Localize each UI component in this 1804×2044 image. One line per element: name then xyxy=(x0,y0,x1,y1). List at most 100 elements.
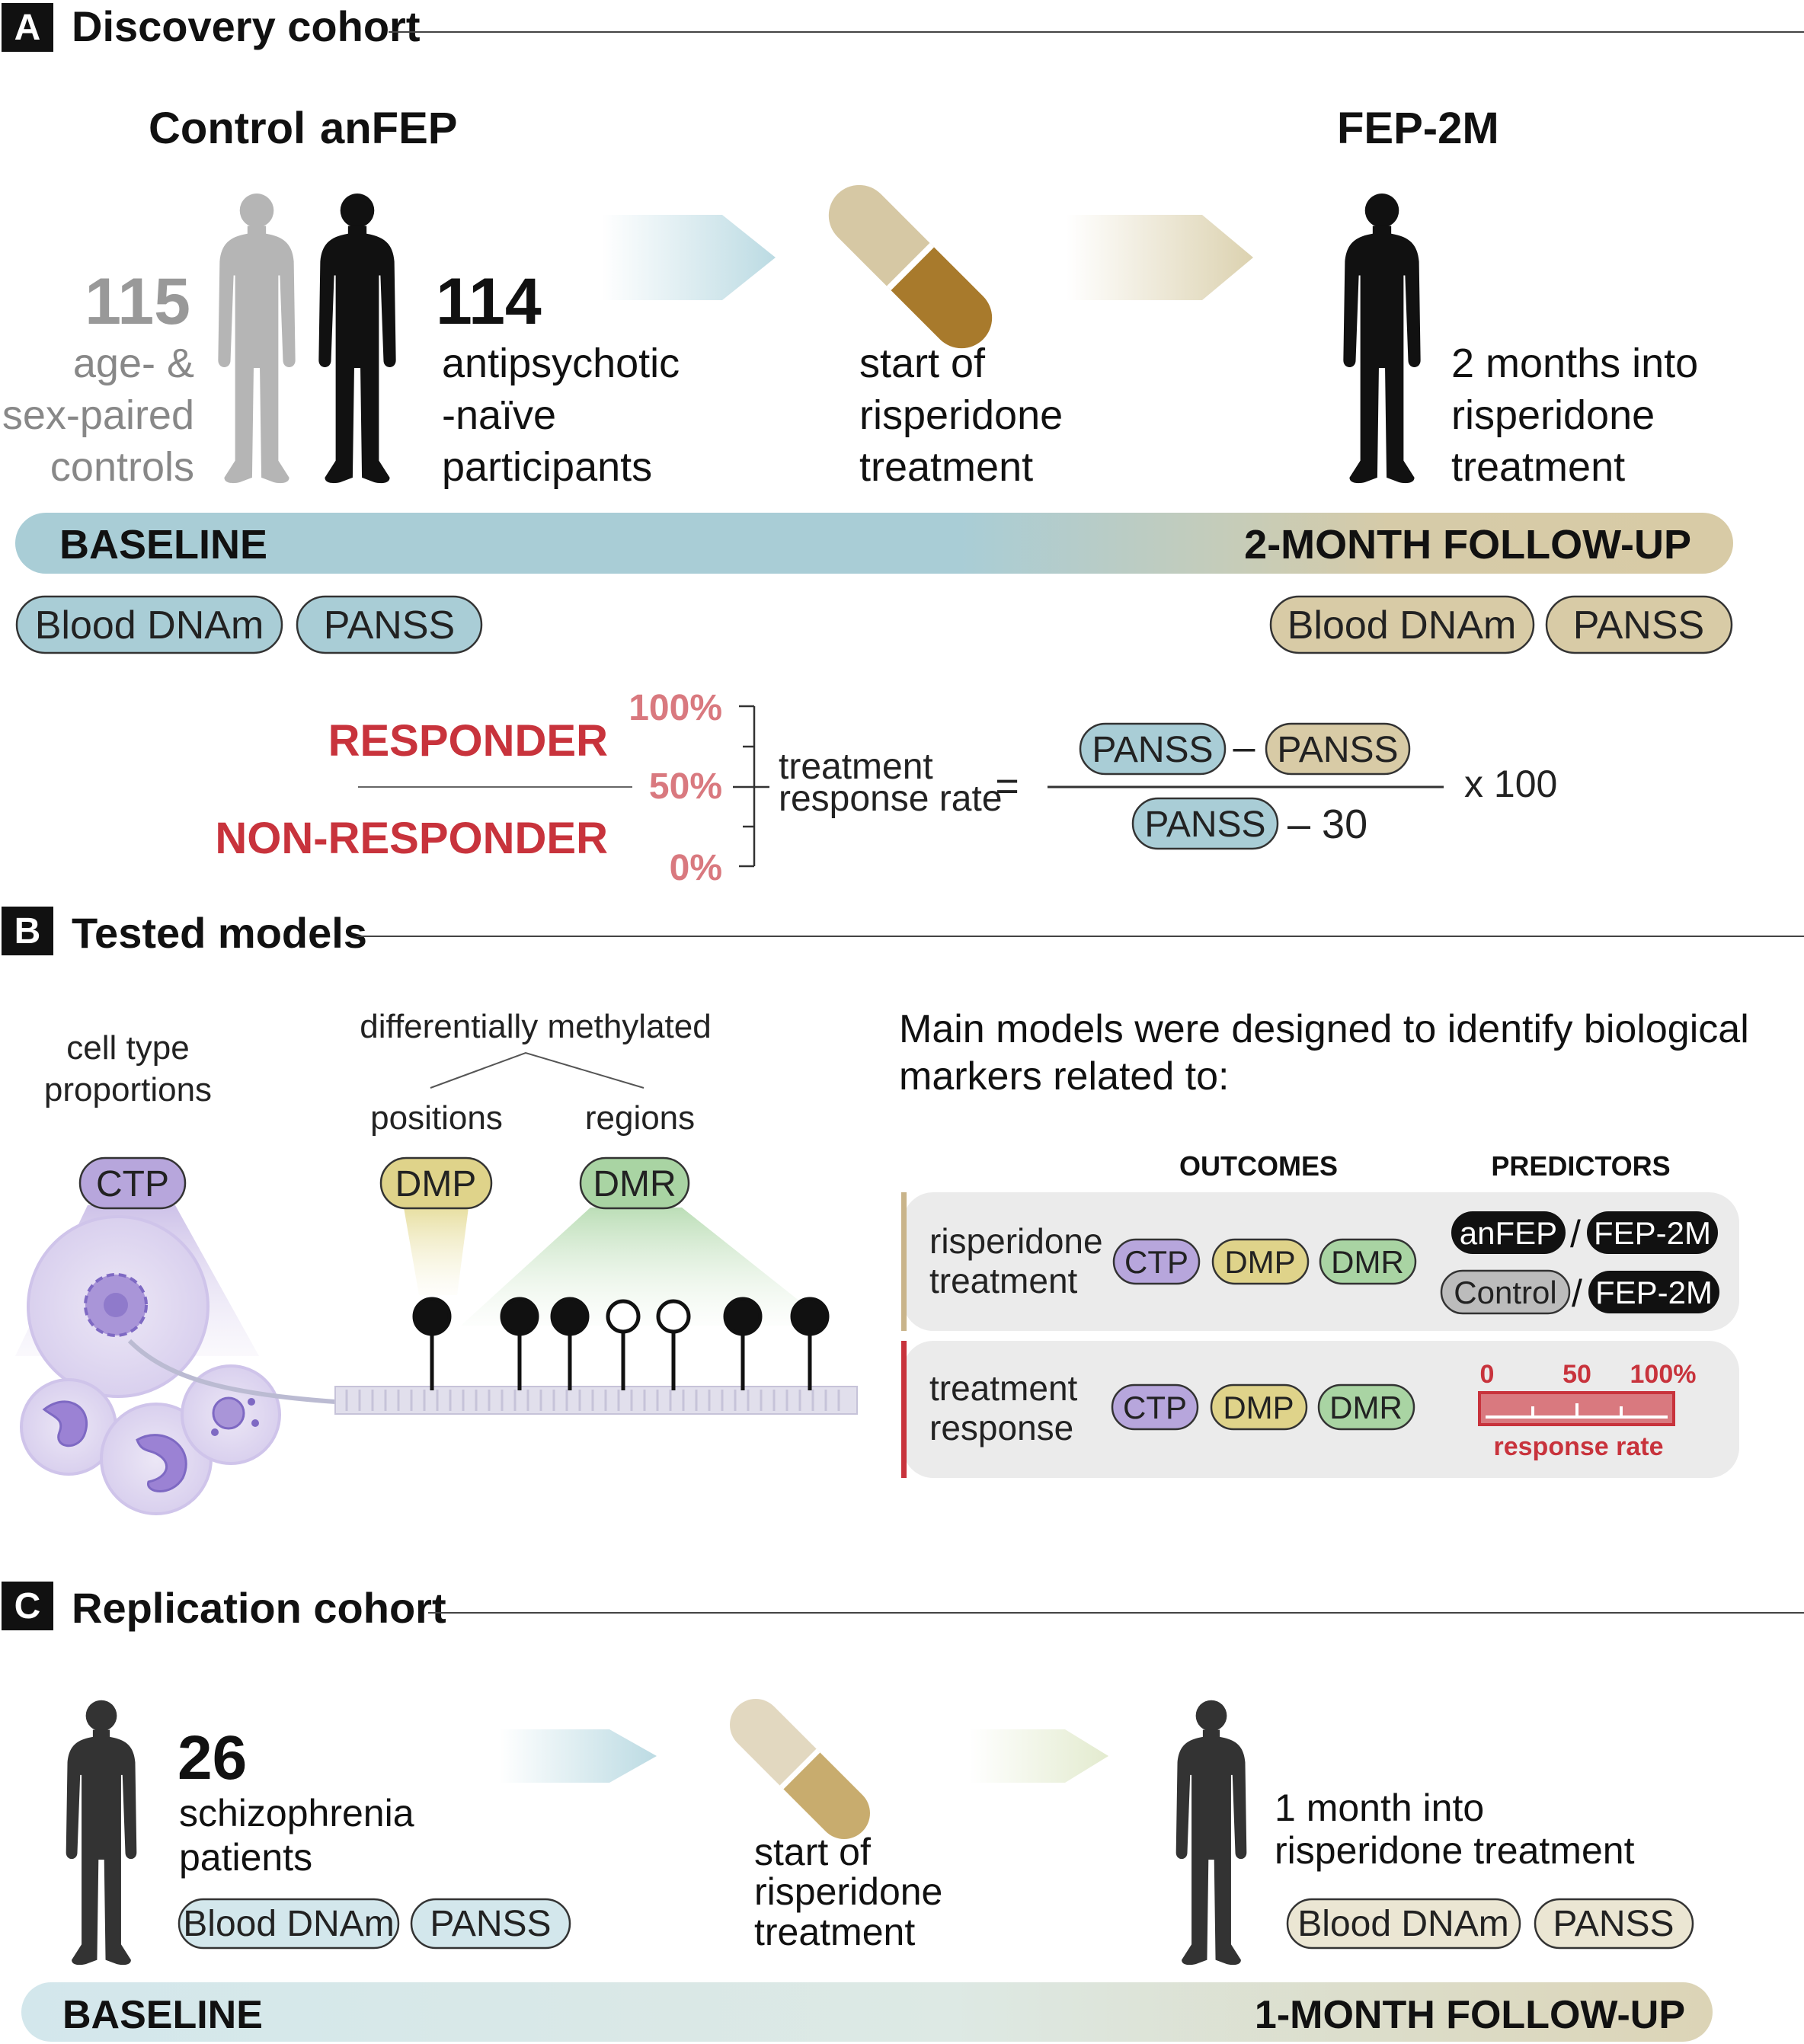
fep2m-desc-1: 2 months into xyxy=(1451,341,1698,386)
tag-panss-c-followup-text: PANSS xyxy=(1553,1904,1674,1944)
dna-strand-rungs xyxy=(345,1390,840,1411)
panel-b: B Tested models cell type proportions di… xyxy=(2,907,1804,1515)
panel-b-title: Tested models xyxy=(72,909,367,957)
replication-desc-2: patients xyxy=(179,1836,312,1879)
panel-a: A Discovery cohort Control anFEP FEP-2M … xyxy=(2,2,1804,888)
row2-dmp-text: DMP xyxy=(1223,1390,1294,1425)
tag-panss-followup-text: PANSS xyxy=(1573,603,1704,648)
group-label-anfep: anFEP xyxy=(320,104,458,153)
panel-b-letter: B xyxy=(14,911,41,952)
outcomes-header: OUTCOMES xyxy=(1179,1150,1338,1182)
row1-ctp-tag xyxy=(1112,1238,1201,1285)
dmr-tag-left-text: DMR xyxy=(593,1164,676,1204)
dna-strand xyxy=(334,1386,858,1415)
timeline-bar-a xyxy=(15,513,1733,574)
tag-blood-dnam-c-followup xyxy=(1286,1898,1521,1950)
start-desc-1: start of xyxy=(859,341,986,386)
dmp-cone xyxy=(404,1208,469,1295)
pct-bracket xyxy=(733,705,769,868)
start-desc-2: risperidone xyxy=(859,392,1063,438)
tag-blood-dnam-followup xyxy=(1269,595,1535,654)
anfep-desc-1: antipsychotic xyxy=(442,341,680,386)
cell-type-label-2: proportions xyxy=(44,1071,212,1108)
pred-fep2m-text-2: FEP-2M xyxy=(1595,1275,1713,1310)
scale-100: 100% xyxy=(1630,1360,1697,1389)
followup-desc-c-2: risperidone treatment xyxy=(1275,1829,1635,1872)
formula-panss-baseline-num-text: PANSS xyxy=(1092,730,1213,770)
row2-dmr-tag xyxy=(1317,1383,1415,1431)
pred-control-tag xyxy=(1440,1269,1571,1315)
row2-dmp-tag xyxy=(1210,1383,1308,1431)
formula-panss-followup-num xyxy=(1265,722,1411,776)
arrow-blue-a xyxy=(602,215,776,300)
models-intro-1: Main models were designed to identify bi… xyxy=(899,1007,1749,1051)
tag-blood-dnam-baseline xyxy=(15,595,283,654)
followup-label-a: 2-MONTH FOLLOW-UP xyxy=(1244,522,1691,568)
tag-panss-followup xyxy=(1545,595,1733,654)
formula-panss-baseline-den-text: PANSS xyxy=(1144,804,1265,845)
group-label-fep2m: FEP-2M xyxy=(1337,104,1499,153)
dmp-tag-left xyxy=(379,1156,493,1210)
row1-ctp-text: CTP xyxy=(1124,1244,1188,1280)
row2-ctp-text: CTP xyxy=(1123,1390,1187,1425)
followup-person-icon-c xyxy=(1175,1700,1247,1966)
equals-sign: = xyxy=(995,763,1019,809)
anfep-desc-2: -naïve xyxy=(442,392,556,438)
tag-blood-dnam-baseline-text: Blood DNAm xyxy=(35,603,264,648)
non-responder-label: NON-RESPONDER xyxy=(215,814,608,863)
pct-0: 0% xyxy=(670,848,722,888)
dmp-tag-left-text: DMP xyxy=(395,1164,477,1204)
model-row-treatment-accent xyxy=(901,1192,907,1331)
control-person-icon xyxy=(218,194,296,484)
pred-anfep-tag xyxy=(1451,1211,1566,1254)
rate-label-1: treatment xyxy=(779,747,933,787)
row2-label-1: treatment xyxy=(929,1368,1078,1408)
group-label-control: Control xyxy=(149,104,305,153)
timeline-bar-c xyxy=(21,1982,1713,2042)
formula-times-100: x 100 xyxy=(1464,763,1557,805)
row1-dmr-tag xyxy=(1319,1238,1417,1285)
blood-cells-illustration xyxy=(20,1215,281,1515)
pill-icon-a xyxy=(828,184,993,349)
formula-panss-baseline-den xyxy=(1131,797,1279,850)
start-desc-c-1: start of xyxy=(754,1831,871,1873)
row2-dmr-text: DMR xyxy=(1329,1390,1403,1425)
dna-strand-connector xyxy=(127,1339,853,1404)
tag-panss-baseline xyxy=(296,595,483,654)
scale-0: 0 xyxy=(1480,1360,1495,1389)
formula-panss-baseline-num xyxy=(1079,722,1227,776)
row1-dmp-text: DMP xyxy=(1224,1244,1295,1280)
anfep-person-icon xyxy=(318,194,396,484)
anfep-count: 114 xyxy=(436,265,542,338)
tag-blood-dnam-c-baseline-text: Blood DNAm xyxy=(183,1904,394,1944)
arrow-tan-a xyxy=(1067,215,1253,300)
baseline-label-a: BASELINE xyxy=(59,522,267,568)
ctp-tag-left xyxy=(78,1156,187,1210)
dmr-tag-left xyxy=(579,1156,690,1210)
replication-person-icon xyxy=(66,1700,137,1966)
rate-label-2: response rate xyxy=(779,779,1003,819)
row1-dmr-text: DMR xyxy=(1331,1244,1404,1280)
pred-slash-1: / xyxy=(1570,1213,1581,1256)
replication-desc-1: schizophrenia xyxy=(179,1792,414,1834)
ctp-tag-left-text: CTP xyxy=(96,1164,169,1204)
models-intro-2: markers related to: xyxy=(899,1054,1230,1099)
panel-c-letter-box xyxy=(2,1582,53,1630)
row1-label-1: risperidone xyxy=(929,1221,1103,1261)
pred-fep2m-tag-1 xyxy=(1587,1211,1718,1254)
cell-type-label-1: cell type xyxy=(66,1029,189,1067)
row2-ctp-tag xyxy=(1111,1383,1199,1431)
control-count: 115 xyxy=(85,265,190,338)
row1-dmp-tag xyxy=(1211,1238,1310,1285)
scale-50: 50 xyxy=(1563,1360,1591,1389)
responder-label: RESPONDER xyxy=(328,716,608,766)
pred-anfep-text: anFEP xyxy=(1460,1215,1557,1251)
predictors-header: PREDICTORS xyxy=(1491,1150,1670,1182)
pill-icon-c xyxy=(730,1699,870,1839)
tag-panss-c-baseline-text: PANSS xyxy=(430,1904,551,1944)
baseline-label-c: BASELINE xyxy=(62,1993,263,2037)
response-scale-ticks xyxy=(1486,1403,1668,1419)
anfep-desc-3: participants xyxy=(442,444,652,490)
